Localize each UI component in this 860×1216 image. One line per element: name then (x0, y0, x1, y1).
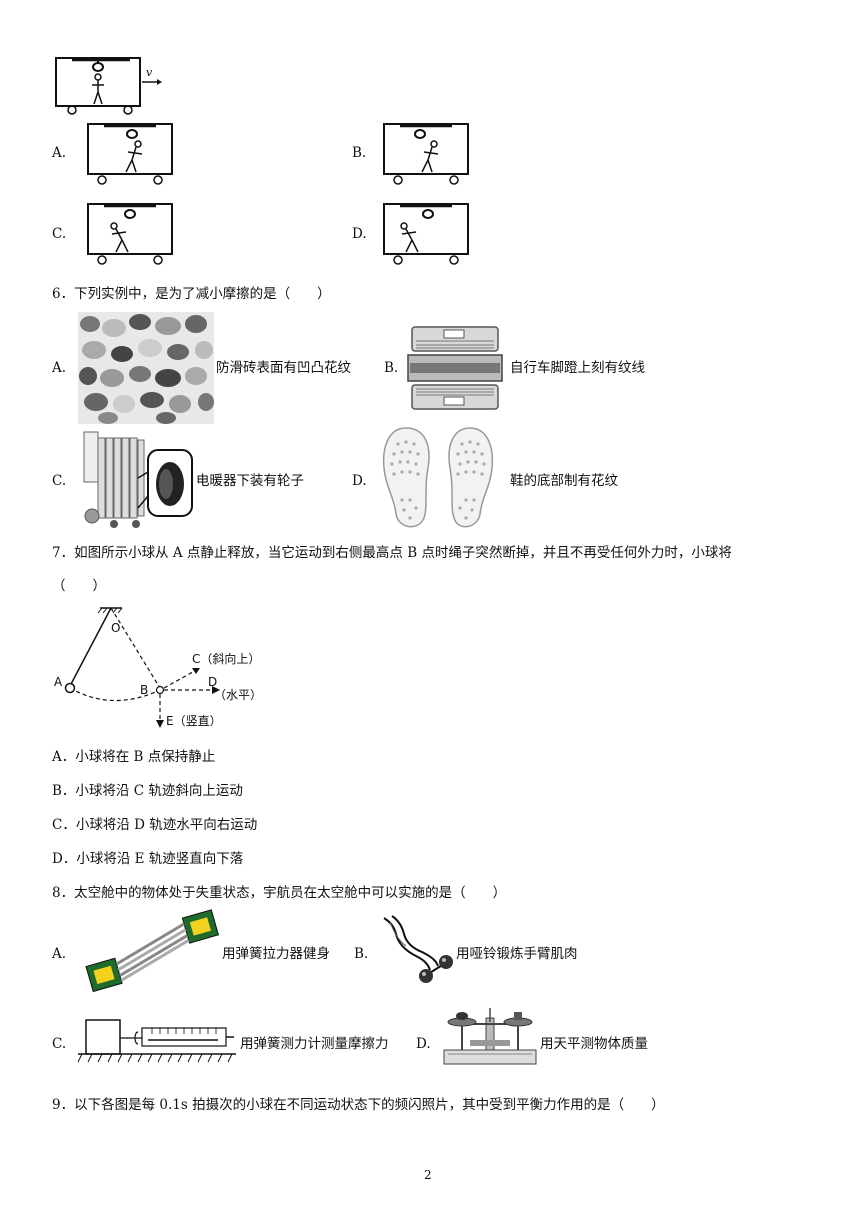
q5-option-d-letter: D. (352, 226, 367, 242)
q7-option-d: D．小球将沿 E 轨迹竖直向下落 (52, 850, 243, 868)
q6-option-b-image (407, 326, 503, 410)
q6-option-c-image (83, 431, 193, 528)
q5-velocity-label: v (146, 66, 153, 79)
q8-option-d-image (443, 1008, 537, 1065)
q8-option-d-text: 用天平测物体质量 (540, 1036, 648, 1052)
q7-option-a: A．小球将在 B 点保持静止 (52, 748, 215, 766)
q8-stem: 8．太空舱中的物体处于失重状态，宇航员在太空舱中可以实施的是（ ） (52, 885, 507, 901)
q7-option-c-text: 小球将沿 D 轨迹水平向右运动 (75, 817, 258, 833)
q5-option-d-figure (383, 203, 469, 265)
q6-option-c-letter: C. (52, 473, 67, 489)
q7-label-a: A (54, 675, 63, 689)
q7-option-b-text: 小球将沿 C 轨迹斜向上运动 (75, 783, 243, 799)
q7-option-d-letter: D． (52, 851, 77, 867)
q6-option-a-text: 防滑砖表面有凹凸花纹 (216, 360, 351, 376)
q7-option-a-letter: A． (52, 749, 76, 765)
q7-option-d-text: 小球将沿 E 轨迹竖直向下落 (76, 851, 244, 867)
q9-stem: 9．以下各图是每 0.1s 拍摄次的小球在不同运动状态下的频闪照片，其中受到平衡… (52, 1097, 665, 1113)
q6-option-a-image (78, 312, 214, 424)
q6-option-b-text: 自行车脚蹬上刻有纹线 (510, 360, 645, 376)
q7-stem-line2: （ ） (52, 578, 106, 594)
q5-option-b-figure (383, 123, 469, 185)
q6-option-d-image (382, 427, 494, 528)
q7-label-d-note: （水平） (214, 688, 263, 702)
q6-option-c-text: 电暖器下装有轮子 (196, 473, 304, 489)
q6-option-d-letter: D. (352, 473, 367, 489)
q7-label-b: B (140, 683, 149, 697)
q7-label-c: C（斜向上） (192, 652, 261, 666)
q8-option-b-letter: B. (354, 946, 369, 962)
q8-option-b-text: 用哑铃锻炼手臂肌肉 (456, 946, 578, 962)
q5-option-c-figure (87, 203, 173, 265)
q5-reference-cart-figure (55, 57, 162, 115)
q6-option-a-letter: A. (52, 360, 67, 376)
q5-option-a-letter: A. (52, 145, 67, 161)
q7-option-c: C．小球将沿 D 轨迹水平向右运动 (52, 816, 257, 834)
q7-option-b-letter: B． (52, 783, 76, 799)
q7-option-c-letter: C． (52, 817, 76, 833)
q8-option-a-image (85, 909, 220, 993)
q7-label-d: D (208, 675, 218, 689)
q8-option-b-image (383, 915, 453, 983)
q5-option-b-letter: B. (352, 145, 367, 161)
q8-option-d-letter: D. (416, 1036, 431, 1052)
q6-option-b-letter: B. (384, 360, 399, 376)
q6-option-d-text: 鞋的底部制有花纹 (510, 473, 618, 489)
q5-option-a-figure (87, 123, 173, 185)
q6-stem: 6．下列实例中，是为了减小摩擦的是（ ） (52, 286, 331, 302)
q7-option-a-text: 小球将在 B 点保持静止 (75, 749, 216, 765)
page-number: 2 (424, 1168, 432, 1182)
q8-option-c-letter: C. (52, 1036, 67, 1052)
q8-option-c-text: 用弹簧测力计测量摩擦力 (240, 1036, 389, 1052)
q7-stem-line1: 7．如图所示小球从 A 点静止释放，当它运动到右侧最高点 B 点时绳子突然断掉，… (52, 545, 732, 561)
q7-option-b: B．小球将沿 C 轨迹斜向上运动 (52, 782, 243, 800)
q8-option-c-image (77, 1019, 236, 1063)
q8-option-a-letter: A. (52, 946, 67, 962)
q8-option-a-text: 用弹簧拉力器健身 (222, 946, 330, 962)
q7-label-o: O (111, 621, 121, 635)
q7-pendulum-diagram (64, 607, 220, 728)
q7-label-e: E（竖直） (166, 714, 222, 728)
q5-option-c-letter: C. (52, 226, 67, 242)
